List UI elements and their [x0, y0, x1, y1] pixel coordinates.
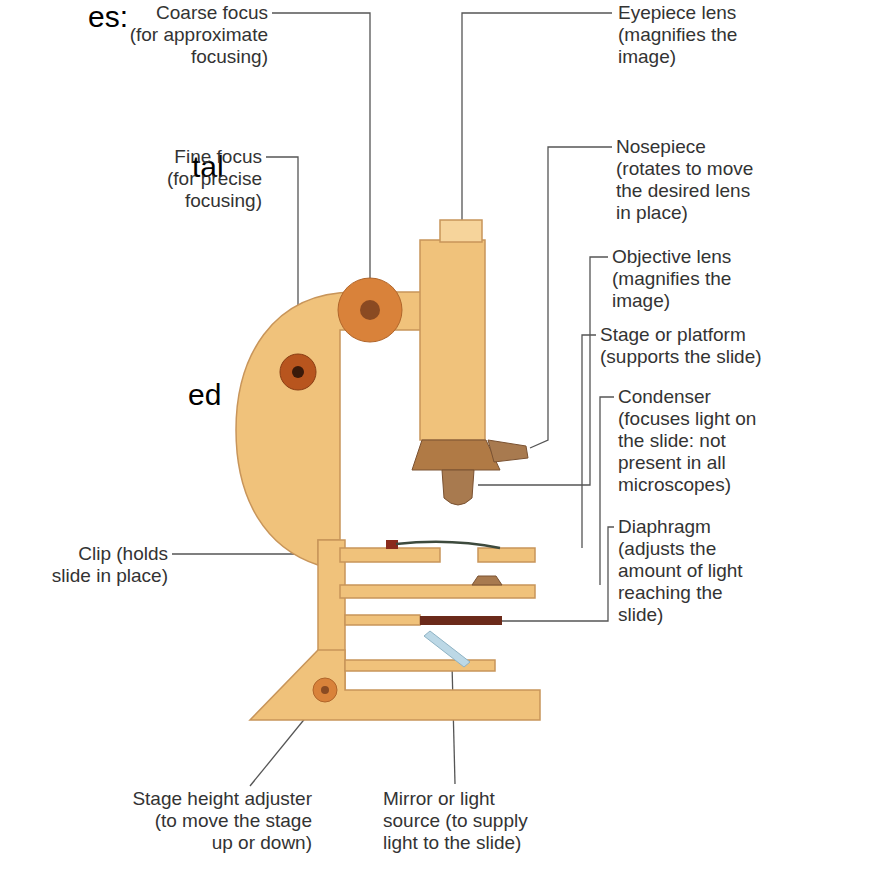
leader-line — [502, 527, 614, 621]
part-label: Clip (holds slide in place) — [48, 543, 168, 587]
knob-center — [360, 300, 380, 320]
condenser-lens — [472, 576, 502, 585]
stage — [340, 548, 440, 562]
stage — [478, 548, 535, 562]
stage-height-knob — [313, 678, 337, 702]
mirror — [424, 631, 470, 667]
diaphragm — [420, 616, 502, 625]
part-label: Stage height adjuster (to move the stage… — [130, 788, 312, 854]
leader-line — [582, 335, 596, 548]
body-tube — [420, 240, 485, 440]
side-objective — [488, 440, 528, 462]
part-label: Objective lens (magnifies the image) — [612, 246, 737, 312]
part-label: Coarse focus (for approximate focusing) — [125, 2, 268, 68]
part-label: Nosepiece (rotates to move the desired l… — [616, 136, 761, 224]
part-label: Fine focus (for precise focusing) — [152, 146, 262, 212]
mirror-bracket — [345, 660, 495, 671]
eyepiece — [440, 220, 482, 242]
fine-focus-knob — [280, 354, 316, 390]
nosepiece — [412, 440, 500, 470]
knob-center — [292, 366, 304, 378]
slide-text-fragment: ed — [188, 378, 232, 412]
part-label: Eyepiece lens (magnifies the image) — [618, 2, 743, 68]
part-label: Condenser (focuses light on the slide: n… — [618, 386, 760, 496]
part-label: Mirror or light source (to supply light … — [383, 788, 533, 854]
leader-line — [600, 397, 614, 585]
part-label: Diaphragm (adjusts the amount of light r… — [618, 516, 760, 626]
objective — [442, 470, 474, 505]
part-label: Stage or platform (supports the slide) — [600, 324, 768, 368]
clip-spring — [396, 542, 500, 548]
base — [250, 650, 540, 720]
leader-lines — [172, 13, 614, 786]
coarse-focus-knob — [338, 278, 402, 342]
arm — [236, 292, 425, 565]
leader-line — [478, 257, 608, 485]
leader-line — [452, 664, 455, 784]
condenser — [340, 585, 535, 598]
knob-center — [321, 686, 329, 694]
diaphragm-support — [345, 615, 420, 625]
leader-line — [462, 13, 612, 220]
